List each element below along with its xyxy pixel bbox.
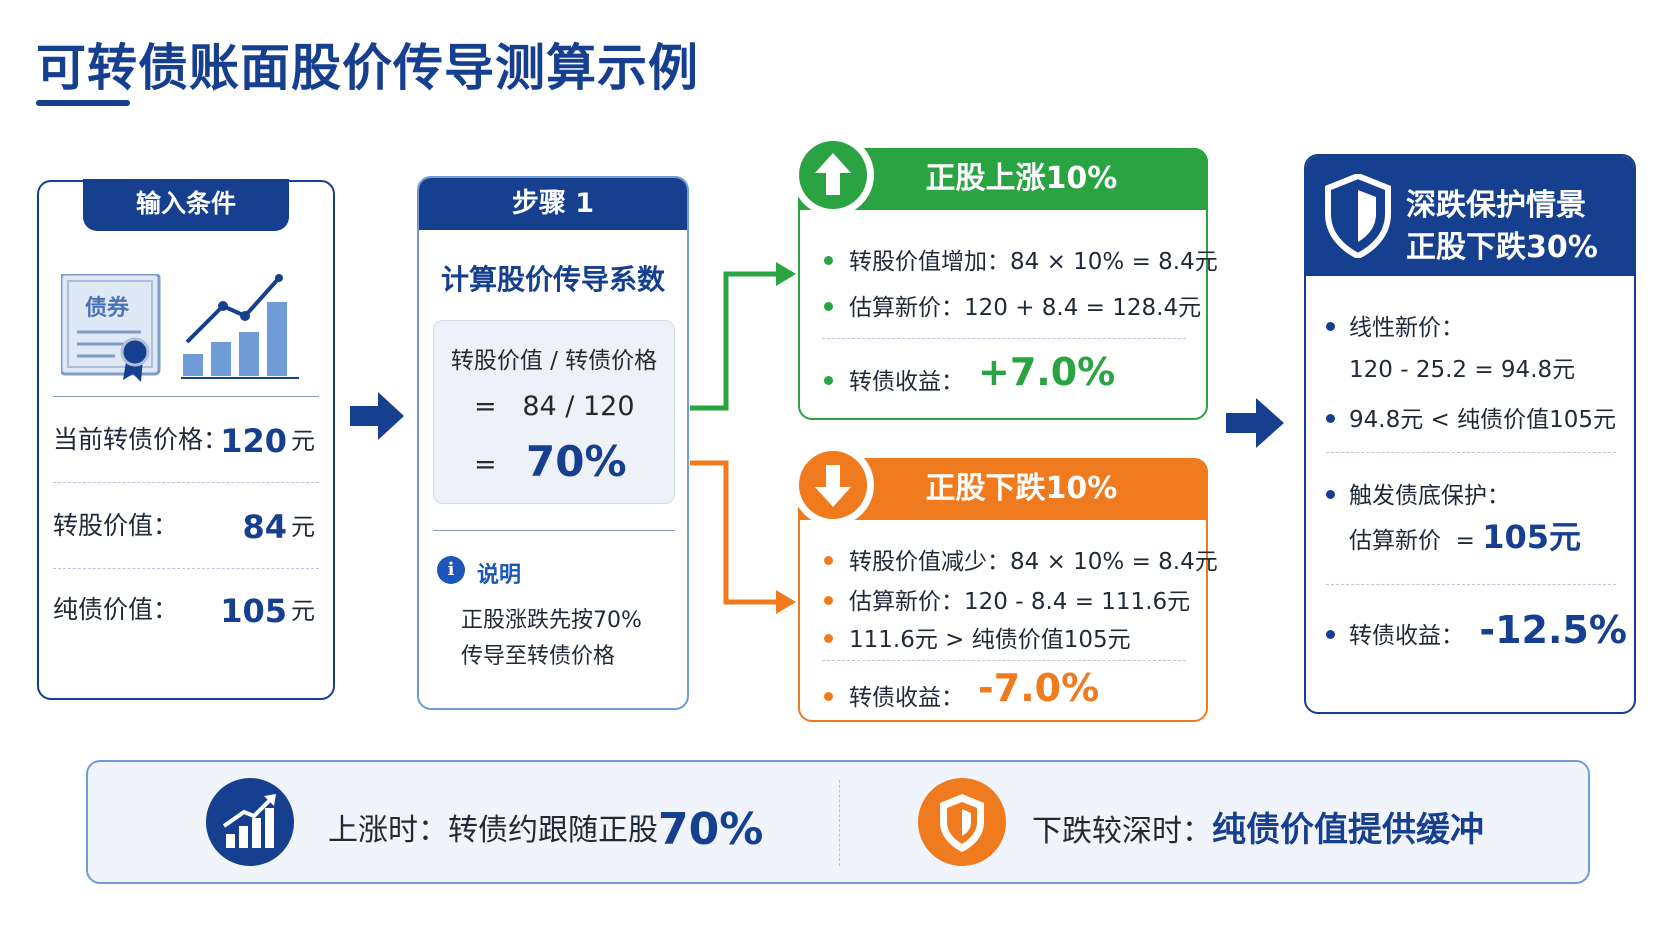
summary-up-text: 上涨时：转债约跟随正股70% — [328, 804, 764, 855]
stock-up-item: 转股价值增加：84 × 10% = 8.4元 — [824, 242, 1218, 276]
note-line-1: 正股涨跌先按70% — [461, 608, 642, 633]
step-1-card: 步骤 1 计算股价传导系数 转股价值 / 转债价格 = 84 / 120 = 7… — [417, 176, 689, 710]
input-row-divider — [53, 482, 319, 483]
bond-floor-row: 纯债价值： 105 元 — [53, 588, 315, 632]
current-price-value: 120 — [220, 422, 287, 460]
title-underline — [36, 100, 130, 106]
scenario-divider — [822, 338, 1186, 339]
step-1-header: 步骤 1 — [419, 178, 687, 230]
step-divider — [433, 530, 675, 531]
input-row-divider — [53, 568, 319, 569]
arrow-right-icon — [1226, 398, 1284, 448]
deep-drop-divider — [1326, 452, 1616, 453]
stock-up-scenario-card: 正股上涨10% 转股价值增加：84 × 10% = 8.4元 估算新价：120 … — [792, 134, 1218, 420]
stock-up-item: 估算新价：120 + 8.4 = 128.4元 — [824, 288, 1201, 322]
summary-up-value: 70% — [658, 804, 764, 855]
rising-bar-chart-icon — [181, 274, 299, 379]
bond-certificate-icon — [61, 274, 161, 382]
info-icon: i — [437, 556, 465, 584]
formula-line-1: 转股价值 / 转债价格 — [450, 348, 658, 374]
arrow-right-icon — [350, 392, 404, 440]
conversion-value-row: 转股价值： 84 元 — [53, 504, 315, 548]
stock-down-scenario-card: 正股下跌10% 转股价值减少：84 × 10% = 8.4元 估算新价：120 … — [792, 444, 1218, 722]
branch-connectors — [690, 262, 796, 614]
bond-floor-unit: 元 — [291, 597, 315, 625]
current-price-row: 当前转债价格： 120 元 — [53, 418, 315, 462]
formula-result: 70% — [526, 437, 627, 486]
input-divider — [53, 396, 319, 397]
deep-drop-item: 线性新价： — [1326, 308, 1464, 342]
deep-drop-return: 转债收益： -12.5% — [1326, 608, 1627, 652]
deep-drop-header: 深跌保护情景 正股下跌30% — [1306, 156, 1634, 276]
stock-up-return-value: +7.0% — [978, 350, 1116, 394]
deep-drop-item-sub: 估算新价 = 105元 — [1349, 518, 1582, 556]
summary-bar: 上涨时：转债约跟随正股70% 下跌较深时：纯债价值提供缓冲 — [86, 760, 1590, 884]
arrow-up-icon — [792, 134, 874, 216]
deep-drop-protection-card: 深跌保护情景 正股下跌30% 线性新价： 120 - 25.2 = 94.8元 … — [1304, 154, 1636, 714]
note-line-2: 传导至转债价格 — [461, 644, 616, 669]
stock-down-item: 转股价值减少：84 × 10% = 8.4元 — [824, 542, 1218, 576]
deep-drop-divider — [1326, 584, 1616, 585]
deep-drop-title-line-2: 正股下跌30% — [1406, 230, 1598, 265]
summary-down-value: 纯债价值提供缓冲 — [1212, 810, 1484, 850]
step-1-subtitle: 计算股价传导系数 — [440, 263, 665, 296]
bond-floor-label: 纯债价值： — [53, 595, 179, 624]
shield-icon — [1325, 174, 1391, 258]
formula-box: 转股价值 / 转债价格 = 84 / 120 = 70% — [433, 320, 675, 504]
summary-separator — [839, 780, 840, 866]
note-title: 说明 — [477, 563, 522, 588]
deep-drop-item-sub: 120 - 25.2 = 94.8元 — [1349, 357, 1576, 383]
conversion-value-label: 转股价值： — [53, 511, 179, 540]
deep-drop-return-value: -12.5% — [1479, 608, 1627, 652]
stock-down-item: 估算新价：120 - 8.4 = 111.6元 — [824, 582, 1190, 616]
rising-bar-chart-icon — [206, 778, 294, 866]
page-title: 可转债账面股价传导测算示例 — [36, 39, 699, 97]
deep-drop-item: 触发债底保护： — [1326, 476, 1510, 510]
formula-line-2: = 84 / 120 — [474, 391, 635, 422]
deep-drop-title-line-1: 深跌保护情景 — [1406, 188, 1586, 223]
summary-down-text: 下跌较深时：纯债价值提供缓冲 — [1032, 810, 1484, 850]
bond-floor-value: 105 — [220, 592, 287, 630]
conversion-value-unit: 元 — [291, 513, 315, 541]
bond-icon-text: 债券 — [85, 296, 130, 321]
shield-icon — [918, 778, 1006, 866]
arrow-right-icon — [776, 590, 796, 614]
input-conditions-tab: 输入条件 — [83, 179, 289, 231]
input-conditions-card: 输入条件 债券 当前转债价格： 120 元 转 — [37, 179, 335, 700]
stock-down-return-label: 转债收益： — [824, 678, 964, 712]
formula-equals-sign: = — [474, 449, 497, 480]
scenario-divider — [822, 660, 1186, 661]
current-price-unit: 元 — [291, 427, 315, 455]
conversion-value-value: 84 — [242, 508, 287, 546]
stock-down-return-value: -7.0% — [978, 666, 1100, 710]
arrow-right-icon — [776, 262, 796, 286]
input-illustration: 债券 — [61, 274, 311, 384]
stock-up-return-label: 转债收益： — [824, 362, 964, 396]
deep-drop-new-price: 105元 — [1482, 518, 1582, 556]
current-price-label: 当前转债价格： — [53, 425, 229, 454]
stock-down-item: 111.6元 > 纯债价值105元 — [824, 620, 1131, 654]
arrow-down-icon — [792, 444, 874, 526]
deep-drop-item: 94.8元 < 纯债价值105元 — [1326, 400, 1616, 434]
